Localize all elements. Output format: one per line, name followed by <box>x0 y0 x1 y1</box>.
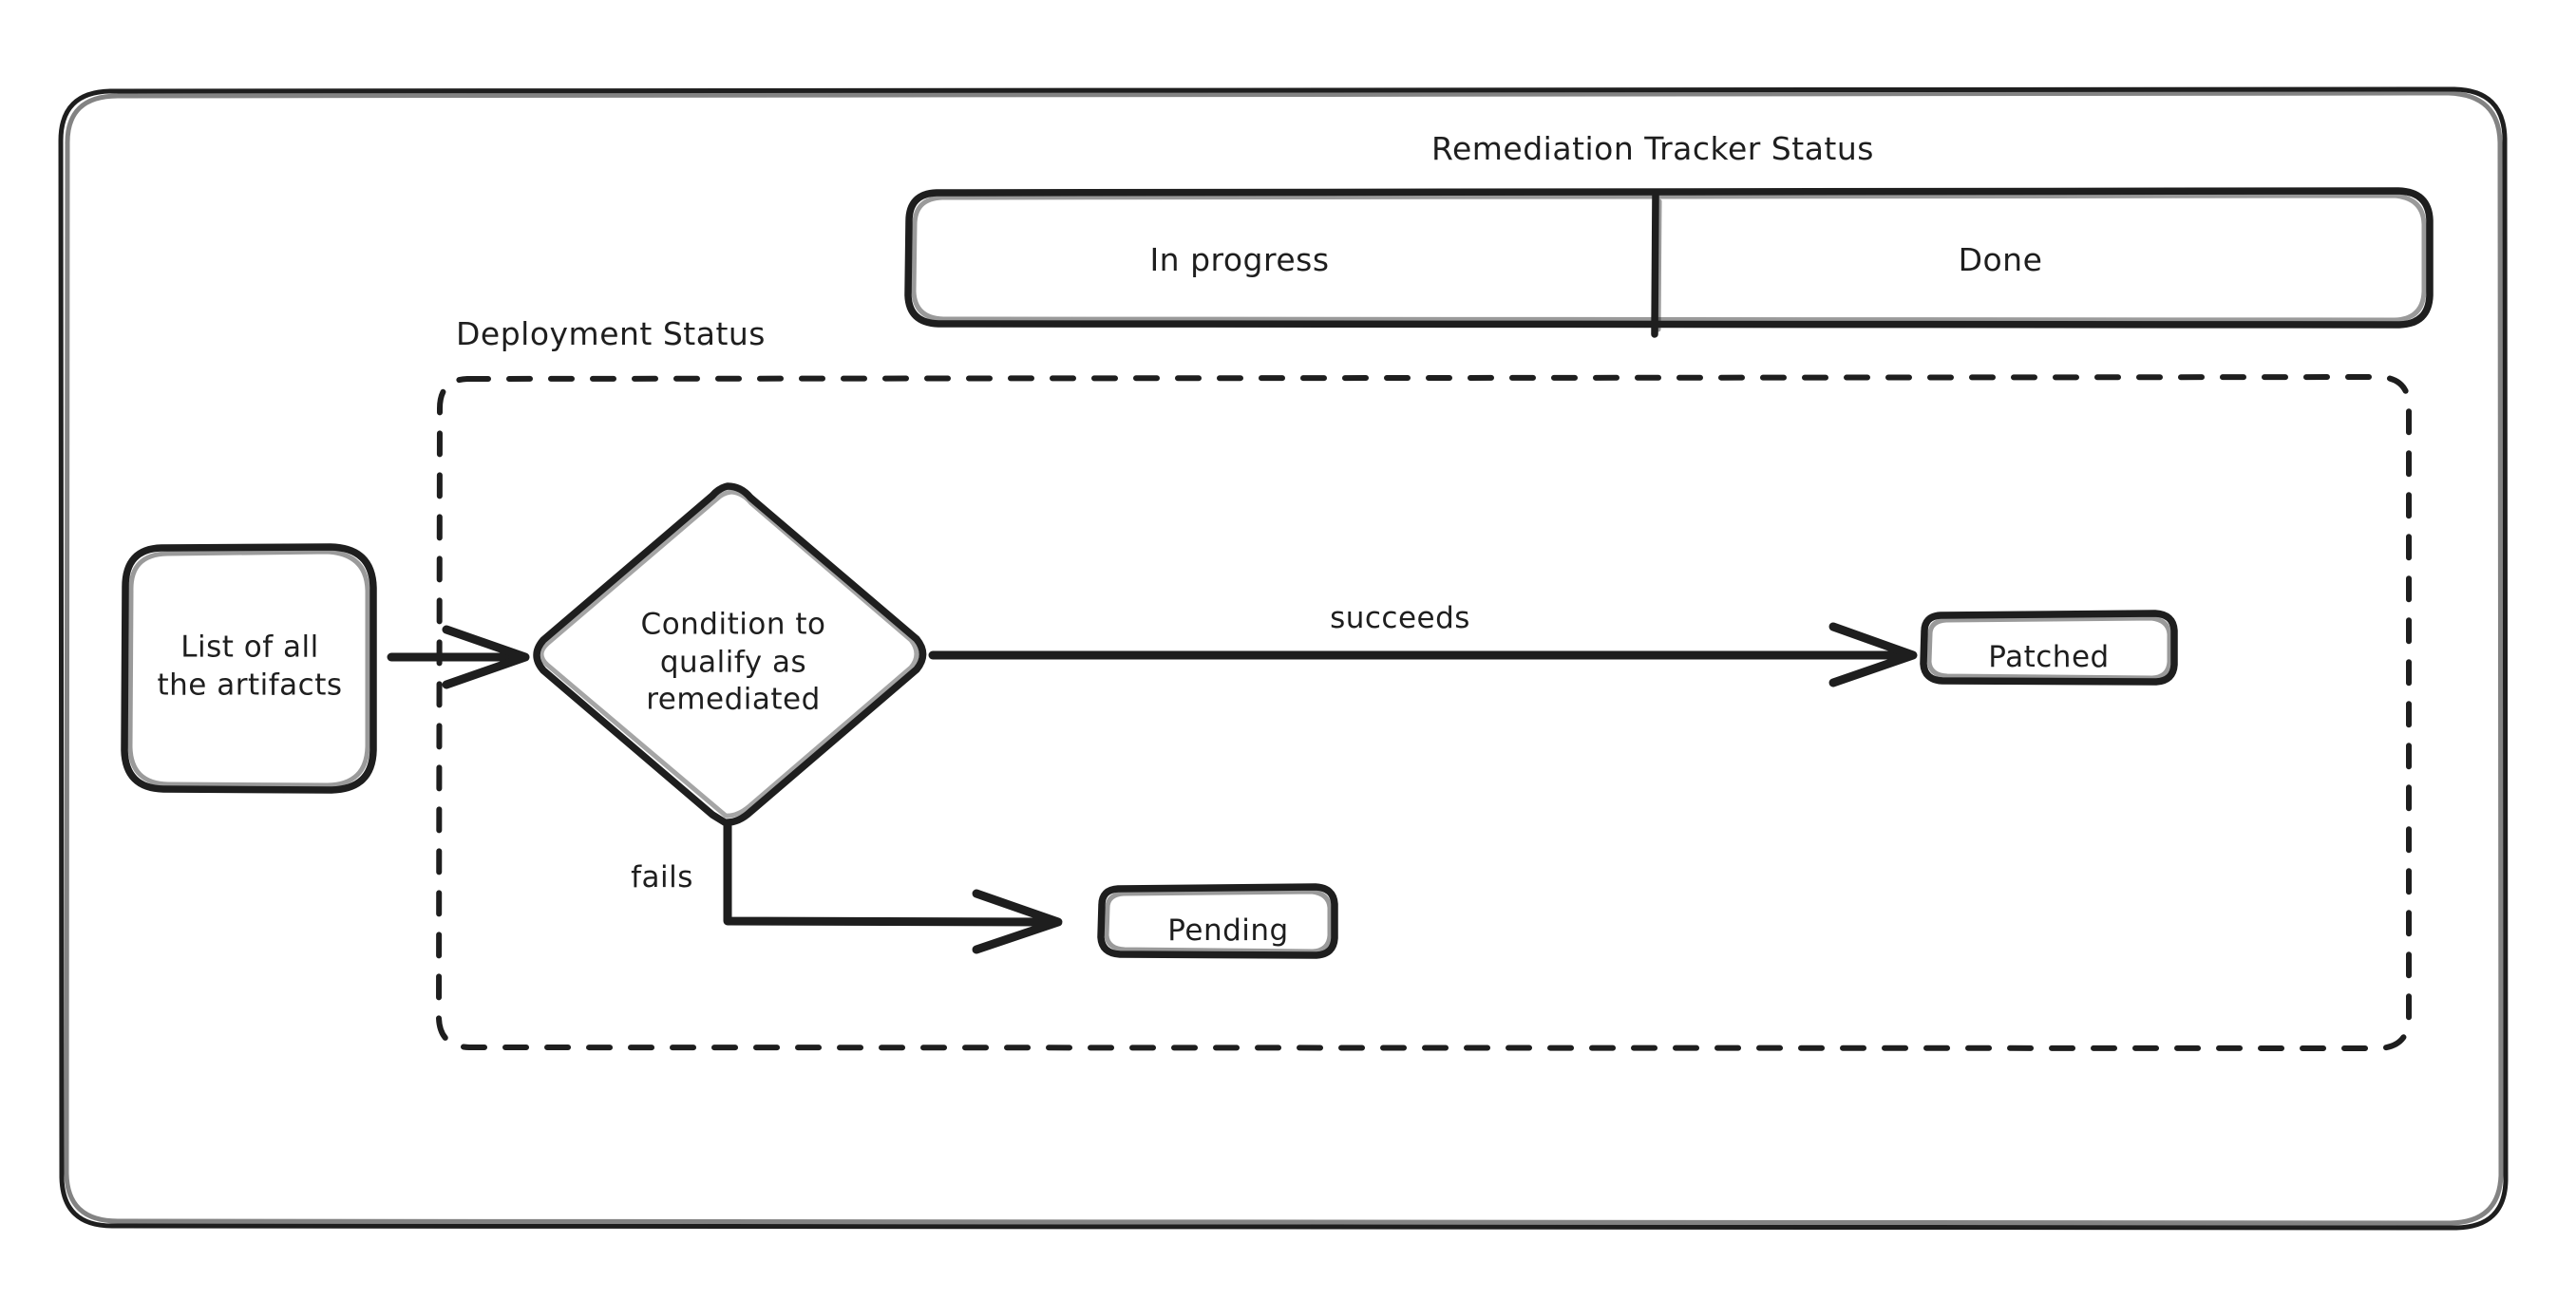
patched-node-label[interactable]: Patched <box>1988 640 2110 675</box>
edge-label-fails: fails <box>631 860 693 895</box>
remediation-tracker-status-title: Remediation Tracker Status <box>1431 129 1874 167</box>
deployment-status-title: Deployment Status <box>456 314 766 352</box>
tracker-lane-in-progress-label[interactable]: In progress <box>1149 240 1330 278</box>
outer-frame <box>58 86 2509 1231</box>
condition-node-label[interactable]: Condition to qualify as remediated <box>640 607 826 717</box>
artifacts-node-shape <box>121 543 377 794</box>
edge-artifacts-to-condition <box>387 625 530 689</box>
edge-succeeds <box>928 622 1918 687</box>
deployment-status-dashed-box <box>436 374 2412 1051</box>
tracker-lane-done-label[interactable]: Done <box>1958 240 2043 278</box>
patched-node-shape <box>1920 610 2178 686</box>
edge-fails <box>723 819 1063 954</box>
pending-node-label[interactable]: Pending <box>1167 913 1289 949</box>
condition-diamond-shape <box>533 482 927 826</box>
pending-node-shape <box>1097 883 1338 959</box>
edge-label-succeeds: succeeds <box>1330 601 1470 636</box>
artifacts-node-label[interactable]: List of all the artifacts <box>157 630 343 702</box>
remediation-tracker-box <box>904 187 2434 338</box>
